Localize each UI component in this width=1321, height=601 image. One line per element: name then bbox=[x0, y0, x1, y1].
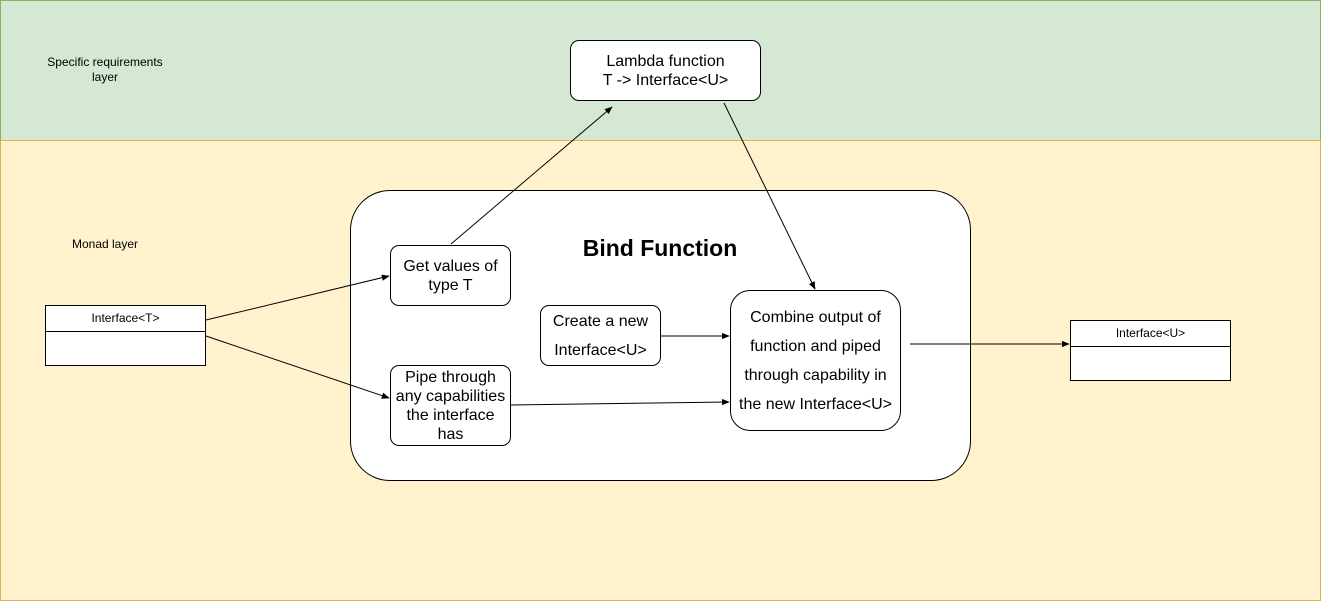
lambda-function-box[interactable]: Lambda function T -> Interface<U> bbox=[570, 40, 761, 101]
specific-requirements-layer-label: Specific requirements layer bbox=[47, 55, 163, 84]
interface-u-header: Interface<U> bbox=[1071, 321, 1230, 347]
bind-function-title: Bind Function bbox=[582, 235, 738, 261]
pipe-through-label: Pipe through any capabilities the interf… bbox=[395, 368, 506, 443]
get-values-label: Get values of type T bbox=[403, 257, 498, 294]
monad-layer-label: Monad layer bbox=[71, 237, 139, 251]
create-new-interface-box[interactable]: Create a new Interface<U> bbox=[540, 305, 661, 366]
interface-t-header: Interface<T> bbox=[46, 306, 205, 332]
combine-output-box[interactable]: Combine output of function and piped thr… bbox=[730, 290, 901, 431]
interface-t-class[interactable]: Interface<T> bbox=[45, 305, 206, 366]
combine-output-label: Combine output of function and piped thr… bbox=[739, 308, 892, 413]
interface-u-class[interactable]: Interface<U> bbox=[1070, 320, 1231, 381]
create-new-interface-label: Create a new Interface<U> bbox=[552, 312, 649, 359]
get-values-box[interactable]: Get values of type T bbox=[390, 245, 511, 306]
lambda-function-title: Lambda function bbox=[606, 52, 725, 70]
lambda-function-signature: T -> Interface<U> bbox=[602, 71, 729, 89]
pipe-through-box[interactable]: Pipe through any capabilities the interf… bbox=[390, 365, 511, 446]
